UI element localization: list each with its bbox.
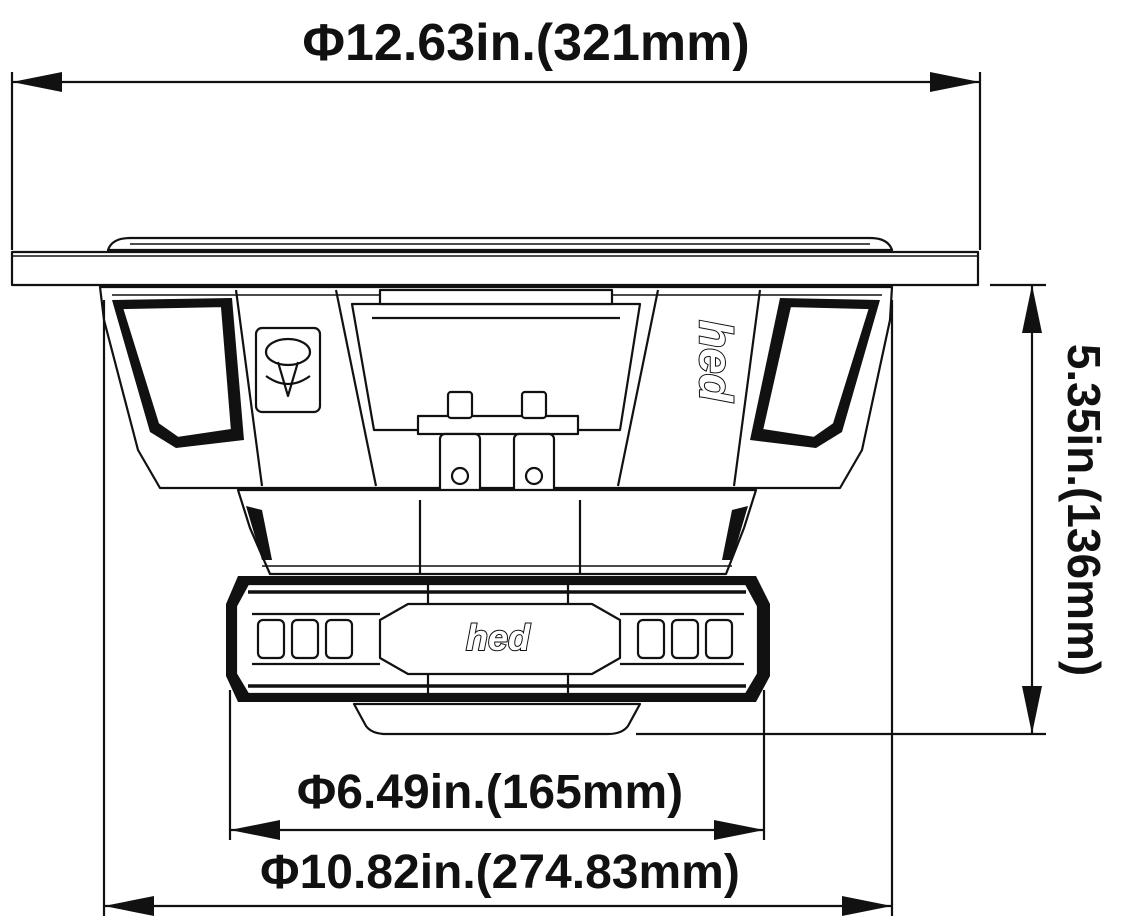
magnet-diameter-label: Φ6.49in.(165mm): [297, 766, 683, 819]
magnet-brand-logo: hed: [466, 617, 531, 658]
horn-emblem-icon: [254, 326, 322, 414]
mounting-diameter-label: Φ10.82in.(274.83mm): [260, 846, 740, 899]
mounting-flange: [10, 250, 980, 287]
outer-diameter-label: Φ12.63in.(321mm): [302, 14, 749, 72]
magnet-diameter-dimension: Φ6.49in.(165mm): [228, 690, 766, 840]
outer-diameter-dimension: Φ12.63in.(321mm): [10, 14, 982, 250]
speaker-side-view: hed: [10, 236, 980, 736]
back-cap: [352, 702, 642, 736]
terminal-plate: [350, 302, 642, 432]
basket-neck: [236, 488, 758, 576]
depth-dimension: 5.35in.(136mm): [636, 283, 1110, 736]
mounting-diameter-dimension: Φ10.82in.(274.83mm): [102, 300, 894, 916]
magnet-assembly: hed: [226, 576, 770, 702]
depth-label: 5.35in.(136mm): [1058, 344, 1110, 676]
basket-brand-logo: hed: [690, 320, 742, 403]
